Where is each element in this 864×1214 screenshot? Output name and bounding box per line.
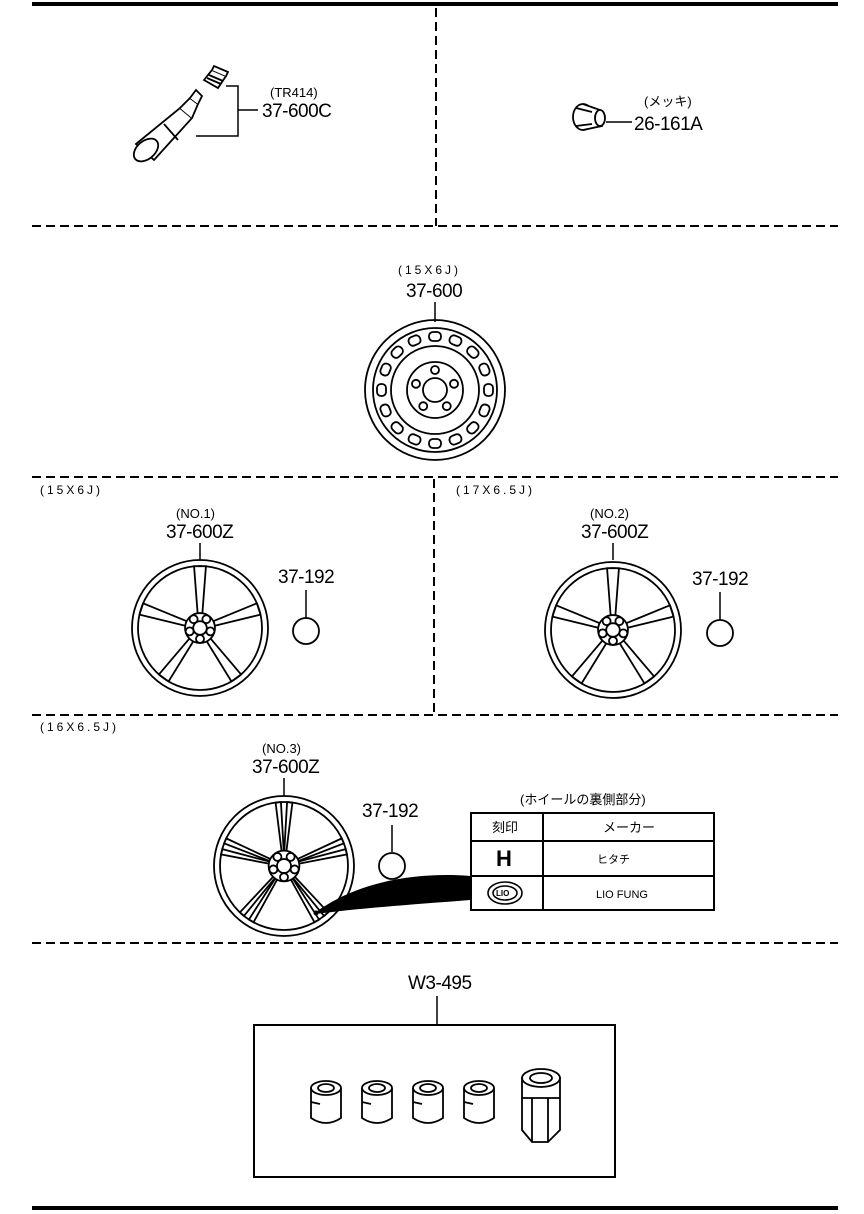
- lock-set-box: [253, 1024, 616, 1178]
- maker-table-row-maker: ヒタチ: [597, 853, 630, 866]
- backside-callout-wedge: [316, 875, 470, 914]
- lug-nut-spec-label: (メッキ): [644, 94, 692, 109]
- valve-assembly: (TR414) 37-600C: [132, 64, 332, 163]
- maker-table-row-mark: LIO: [496, 889, 509, 898]
- lock-nuts-row: [310, 1080, 495, 1124]
- lock-set-assembly: W3-495: [253, 973, 616, 1178]
- maker-table-row-mark: H: [496, 846, 512, 871]
- center-cap-icon: [378, 852, 406, 880]
- center-cap-icon: [292, 617, 320, 645]
- alloy-17-variant-label: (NO.2): [590, 506, 629, 521]
- alloy-wheel-17-assembly: (17X6.5J) (NO.2) 37-600Z 37-192: [456, 483, 749, 699]
- valve-cap-icon: [202, 64, 230, 90]
- alloy-16-cap-part-number: 37-192: [362, 801, 418, 822]
- alloy-15-size-label: (15X6J): [40, 483, 103, 497]
- valve-part-number: 37-600C: [262, 101, 331, 122]
- steel-wheel-part-number: 37-600: [406, 281, 462, 302]
- steel-wheel-assembly: (15X6J) 37-600: [364, 263, 506, 461]
- alloy-wheel-15-icon: [131, 559, 269, 697]
- alloy-16-size-label: (16X6.5J): [40, 720, 119, 734]
- alloy-16-variant-label: (NO.3): [262, 741, 301, 756]
- valve-stem-icon: [132, 88, 204, 163]
- maker-table-title: (ホイールの裏側部分): [520, 792, 646, 807]
- alloy-15-part-number: 37-600Z: [166, 522, 234, 543]
- maker-table-row-maker: LIO FUNG: [596, 889, 648, 901]
- alloy-17-cap-part-number: 37-192: [692, 569, 748, 590]
- alloy-wheel-15-assembly: (15X6J) (NO.1) 37-600Z 37-192: [40, 483, 335, 697]
- section-dividers: [32, 8, 838, 944]
- lug-nut-assembly: (メッキ) 26-161A: [572, 94, 704, 135]
- alloy-17-part-number: 37-600Z: [581, 522, 649, 543]
- center-cap-icon: [706, 619, 734, 647]
- lug-nut-part-number: 26-161A: [634, 114, 703, 135]
- alloy-15-variant-label: (NO.1): [176, 506, 215, 521]
- maker-table-header-maker: メーカー: [603, 820, 655, 835]
- lock-set-part-number: W3-495: [408, 973, 472, 994]
- alloy-wheel-16-icon: [213, 795, 355, 937]
- alloy-wheel-17-icon: [544, 561, 682, 699]
- lio-fung-logo-icon: LIO: [487, 881, 523, 905]
- steel-wheel-icon: [364, 319, 506, 461]
- maker-table-header-mark: 刻印: [492, 820, 518, 835]
- alloy-15-cap-part-number: 37-192: [278, 567, 334, 588]
- steel-wheel-size-label: (15X6J): [398, 263, 461, 277]
- maker-table: (ホイールの裏側部分) 刻印 メーカー H ヒタチ LIO LIO FUNG: [470, 792, 715, 911]
- lock-key-icon: [521, 1068, 561, 1143]
- valve-spec-label: (TR414): [270, 85, 318, 100]
- backside-mark-dot: [313, 910, 319, 916]
- valve-leader-bracket: [196, 85, 258, 137]
- lug-nut-icon: [572, 103, 606, 131]
- alloy-16-part-number: 37-600Z: [252, 757, 320, 778]
- alloy-wheel-16-assembly: (16X6.5J) (NO.3) 37-600Z 37-192: [40, 720, 470, 937]
- alloy-17-size-label: (17X6.5J): [456, 483, 535, 497]
